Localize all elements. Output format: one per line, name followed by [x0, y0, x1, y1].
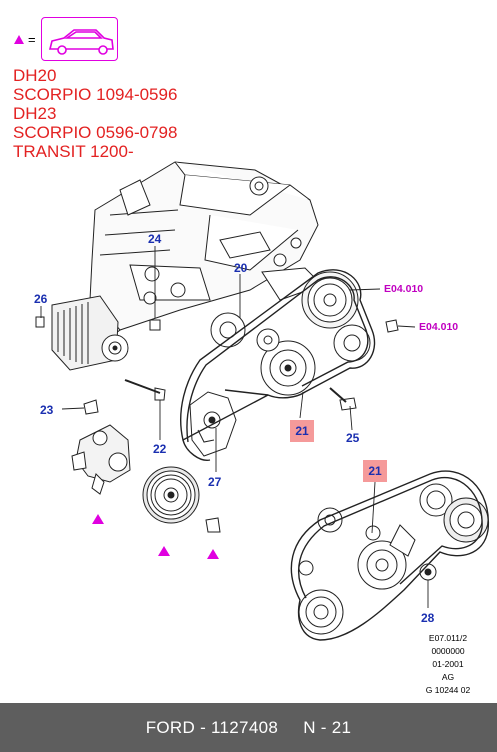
model-line: DH20	[13, 66, 57, 85]
model-line: SCORPIO 0596-0798	[13, 123, 178, 142]
leader-lines	[40, 246, 429, 608]
reference-link[interactable]: E04.010	[384, 283, 424, 295]
triangle-marker-icon	[207, 549, 219, 559]
inset-callout-21-highlighted[interactable]: 21	[363, 460, 387, 482]
applicable-models: DH20 SCORPIO 1094-0596 DH23 SCORPIO 0596…	[13, 66, 177, 161]
footer-position: N - 21	[303, 717, 352, 737]
info-line: AG	[441, 672, 455, 682]
callout-22[interactable]: 22	[153, 442, 167, 456]
bolts	[35, 316, 399, 533]
callout-21-highlighted[interactable]: 21	[290, 420, 314, 442]
callout-20[interactable]: 20	[234, 261, 248, 275]
legend-box	[41, 17, 118, 61]
callout-25[interactable]: 25	[346, 431, 360, 445]
car-icon	[48, 29, 114, 55]
triangle-marker-icon	[158, 546, 170, 556]
model-line: SCORPIO 1094-0596	[13, 85, 178, 104]
callout-23[interactable]: 23	[40, 403, 54, 417]
footer-part-number: FORD - 1127408	[145, 717, 279, 737]
engine-block	[79, 161, 323, 346]
reference-link[interactable]: E04.010	[419, 321, 459, 333]
legend-equals: =	[28, 32, 36, 47]
info-line: E07.011/2	[428, 633, 468, 643]
inset-belt	[290, 470, 489, 641]
triangle-marker-icon	[92, 514, 104, 524]
lower-pulley	[142, 466, 200, 524]
inset-belt-diagram	[298, 483, 489, 635]
model-line: DH23	[13, 104, 57, 123]
triangle-marker-icon	[14, 35, 24, 44]
model-line: TRANSIT 1200-	[13, 142, 134, 161]
drive-belt	[180, 269, 376, 442]
pump-assembly	[71, 424, 131, 495]
callout-24[interactable]: 24	[148, 232, 162, 246]
info-line: 0000000	[431, 646, 465, 656]
callout-28[interactable]: 28	[421, 611, 435, 625]
callout-27[interactable]: 27	[208, 475, 222, 489]
belt-drive-diagram: =	[14, 29, 489, 641]
footer-spacer	[278, 718, 303, 738]
center-pulleys	[210, 312, 316, 396]
info-line: 01-2001	[432, 659, 464, 669]
alternator	[51, 295, 129, 371]
footer-bar: FORD - 1127408 N - 21	[0, 703, 497, 752]
steering-pump	[301, 271, 371, 362]
callout-26[interactable]: 26	[34, 292, 48, 306]
info-line: G 10244 02	[425, 685, 471, 695]
drawing-info-block: E07.011/2 0000000 01-2001 AG G 10244 02	[408, 632, 488, 697]
